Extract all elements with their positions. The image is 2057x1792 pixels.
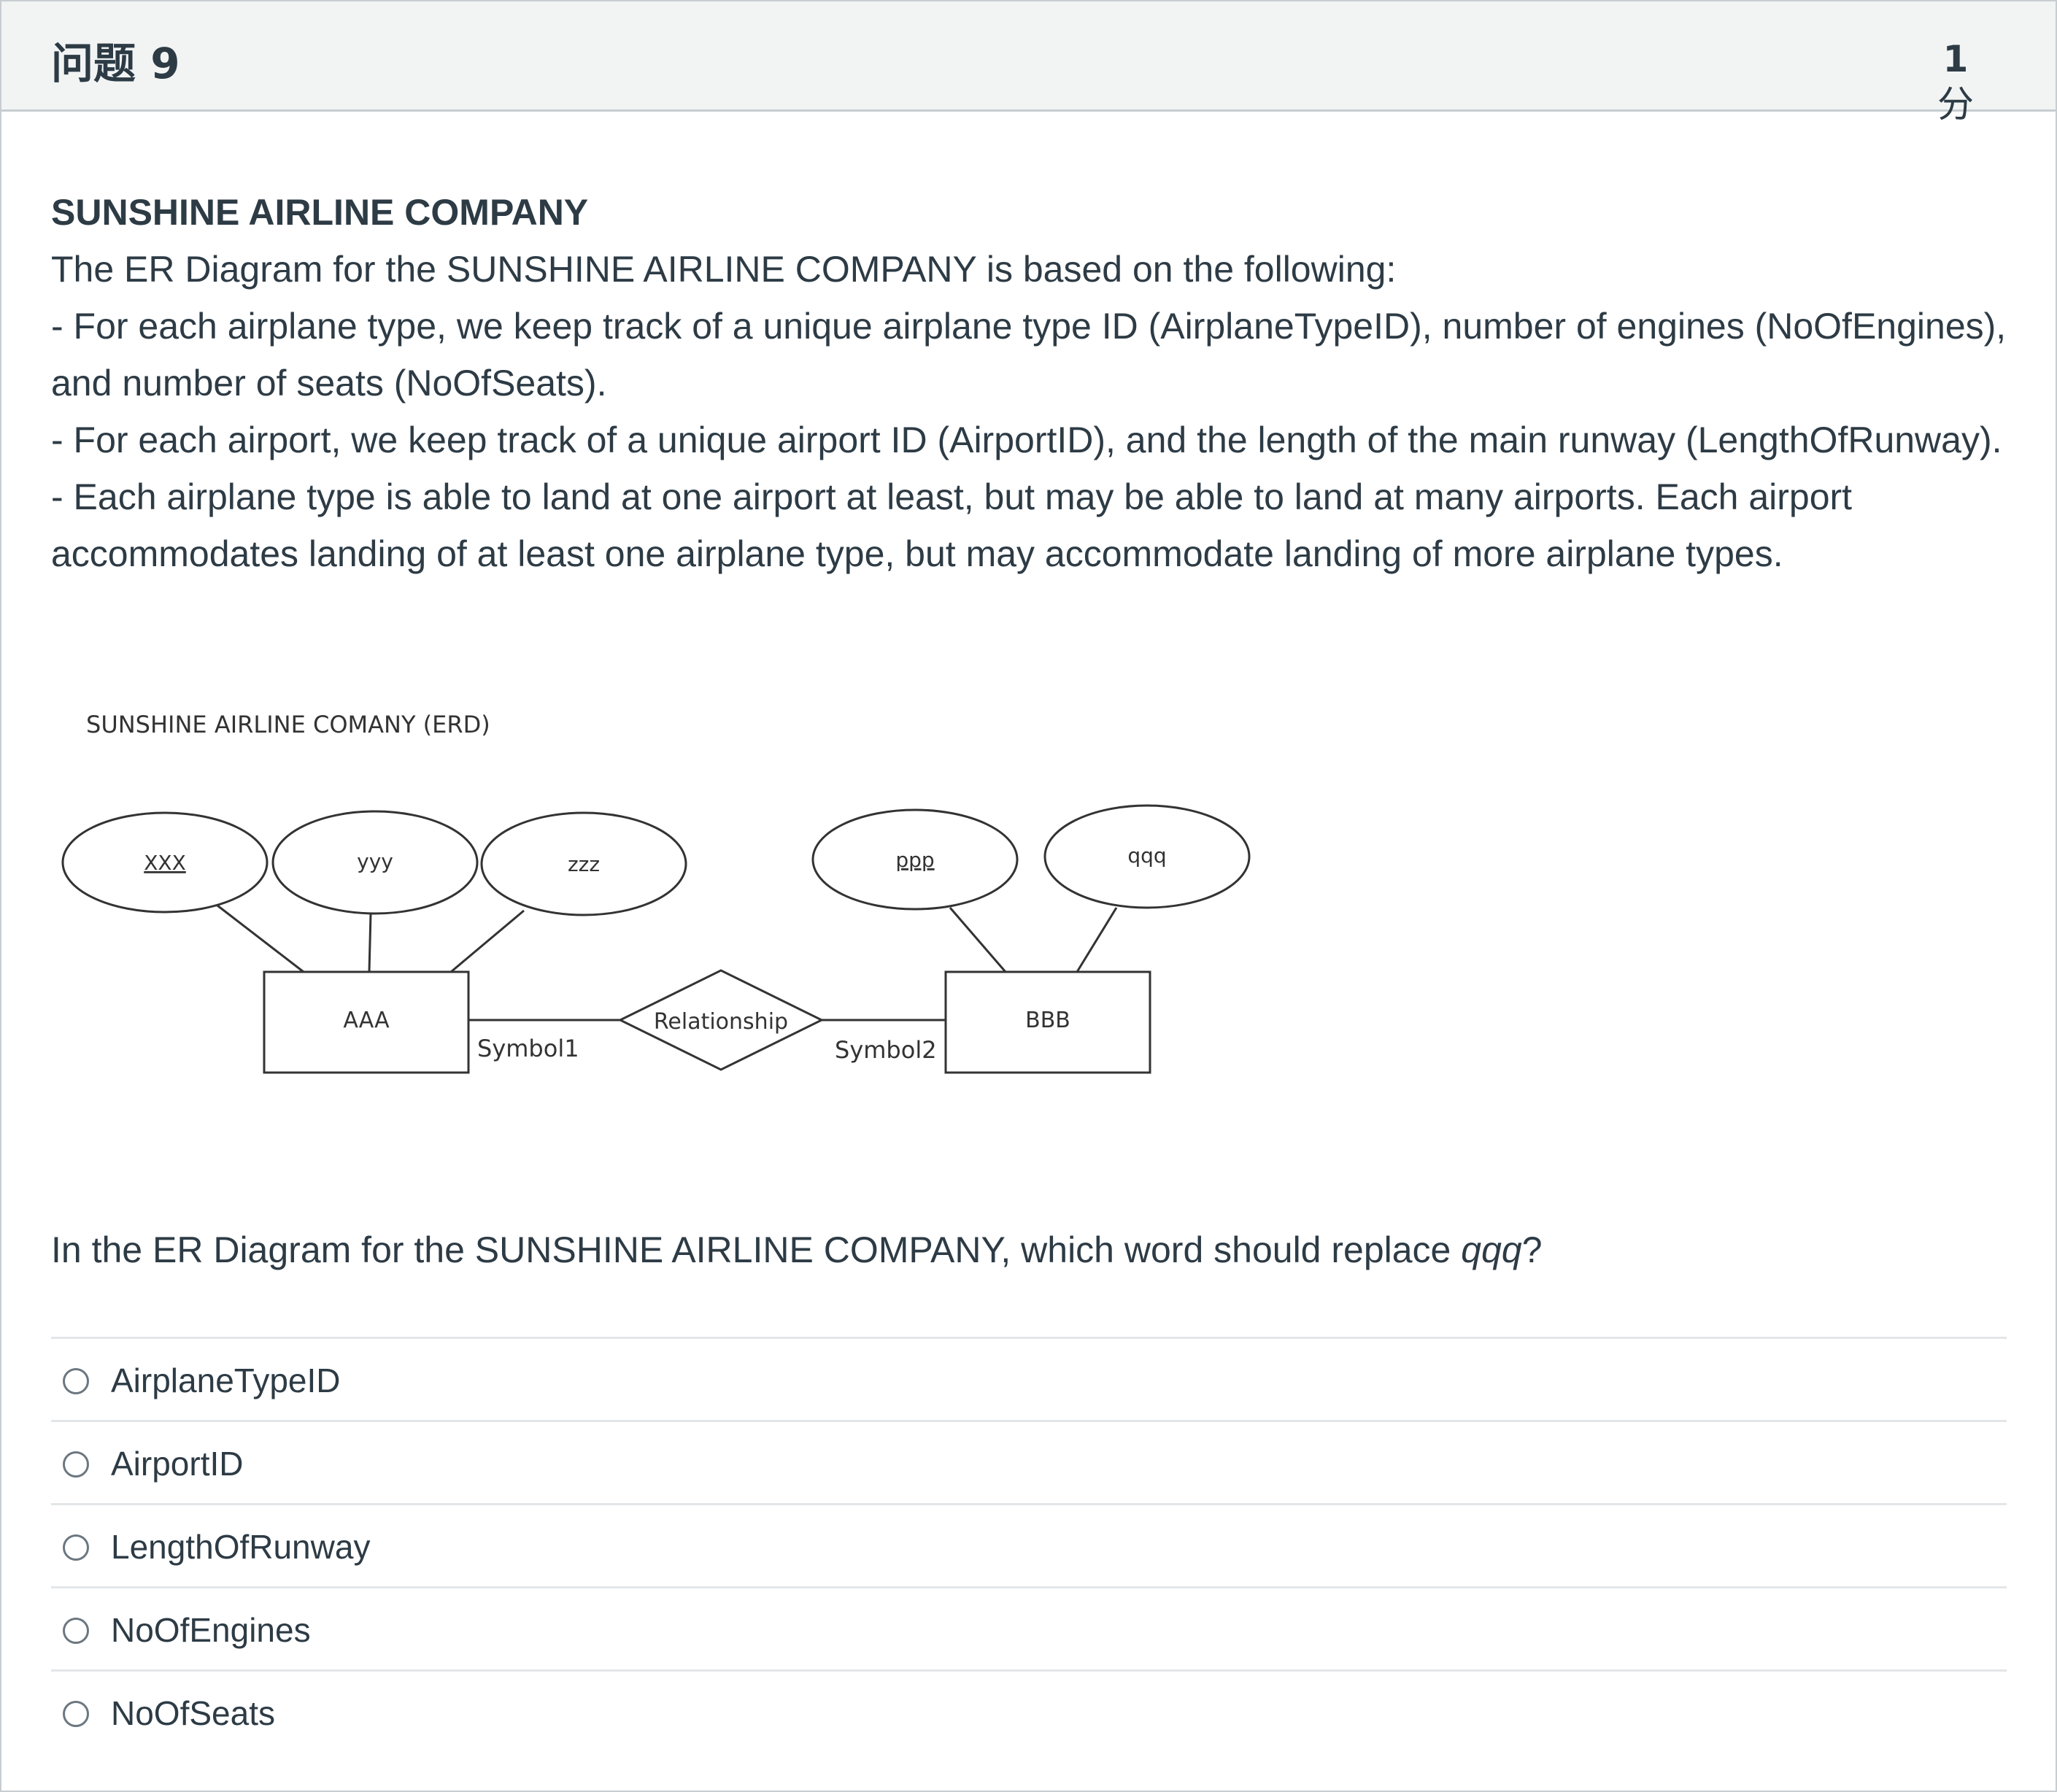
- prompt-emphasis: qqq: [1461, 1229, 1522, 1270]
- erd-diagram: SUNSHINE AIRLINE COMANY (ERD): [45, 687, 1271, 1125]
- radio-button[interactable]: [63, 1451, 89, 1478]
- points-unit: 分: [1937, 83, 1974, 125]
- radio-button[interactable]: [63, 1368, 89, 1394]
- answer-label[interactable]: NoOfEngines: [111, 1611, 311, 1649]
- radio-button[interactable]: [63, 1618, 89, 1644]
- question-name: 问题 9: [51, 39, 180, 88]
- entity-aaa-label: AAA: [343, 1008, 390, 1033]
- entity-bbb-label: BBB: [1025, 1008, 1070, 1033]
- answer-option[interactable]: NoOfEngines: [51, 1588, 2007, 1672]
- answer-label[interactable]: NoOfSeats: [111, 1694, 275, 1732]
- connector-qqq-bbb: [1076, 907, 1118, 973]
- question-text: SUNSHINE AIRLINE COMPANY The ER Diagram …: [51, 184, 2021, 582]
- answer-label[interactable]: AirplaneTypeID: [111, 1362, 341, 1399]
- points-value: 1: [1942, 38, 1969, 80]
- question-paragraph: - For each airplane type, we keep track …: [51, 306, 2007, 403]
- question-paragraph: The ER Diagram for the SUNSHINE AIRLINE …: [51, 249, 1397, 290]
- attribute-yyy: [271, 810, 479, 915]
- entity-bbb: [944, 970, 1151, 1074]
- question-points: 1 分: [1934, 36, 1977, 127]
- attribute-ppp: [811, 808, 1019, 911]
- attribute-xxx: [61, 811, 269, 914]
- radio-button[interactable]: [63, 1534, 89, 1561]
- connector-ppp-bbb: [949, 907, 1007, 973]
- attribute-yyy-label: yyy: [357, 849, 393, 873]
- question-prompt: In the ER Diagram for the SUNSHINE AIRLI…: [51, 1221, 1543, 1278]
- question-paragraph: - Each airplane type is able to land at …: [51, 476, 1853, 574]
- attribute-zzz-label: zzz: [568, 852, 600, 876]
- symbol1-label: Symbol1: [477, 1035, 579, 1062]
- prompt-end: ?: [1521, 1229, 1543, 1270]
- answer-option[interactable]: LengthOfRunway: [51, 1505, 2007, 1588]
- answer-list: AirplaneTypeID AirportID LengthOfRunway …: [51, 1337, 2007, 1753]
- attribute-xxx-label: XXX: [144, 851, 186, 875]
- erd-diagram-svg: SUNSHINE AIRLINE COMANY (ERD): [45, 687, 1271, 1125]
- connector-xxx-aaa: [214, 902, 304, 973]
- question-paragraph: - For each airport, we keep track of a u…: [51, 420, 2002, 460]
- entity-aaa: [263, 970, 470, 1074]
- relationship-label: Relationship: [654, 1009, 788, 1035]
- answer-option[interactable]: AirportID: [51, 1422, 2007, 1505]
- attribute-zzz: [480, 811, 687, 916]
- attribute-qqq-label: qqq: [1127, 843, 1166, 868]
- prompt-text: In the ER Diagram for the SUNSHINE AIRLI…: [51, 1229, 1462, 1270]
- connector-zzz-aaa: [450, 909, 525, 973]
- answer-option[interactable]: NoOfSeats: [51, 1672, 2007, 1753]
- attribute-qqq: [1043, 804, 1251, 909]
- relationship-diamond: [617, 969, 825, 1071]
- answer-label[interactable]: LengthOfRunway: [111, 1528, 371, 1566]
- attribute-ppp-label: ppp: [895, 848, 934, 872]
- radio-button[interactable]: [63, 1701, 89, 1727]
- symbol2-label: Symbol2: [835, 1036, 937, 1064]
- connector-yyy-aaa: [368, 913, 372, 973]
- answer-label[interactable]: AirportID: [111, 1445, 244, 1483]
- question-title: SUNSHINE AIRLINE COMPANY: [51, 192, 589, 233]
- answer-option[interactable]: AirplaneTypeID: [51, 1339, 2007, 1422]
- question-header: 问题 9 1 分: [1, 1, 2056, 125]
- erd-title: SUNSHINE AIRLINE COMANY (ERD): [86, 711, 490, 738]
